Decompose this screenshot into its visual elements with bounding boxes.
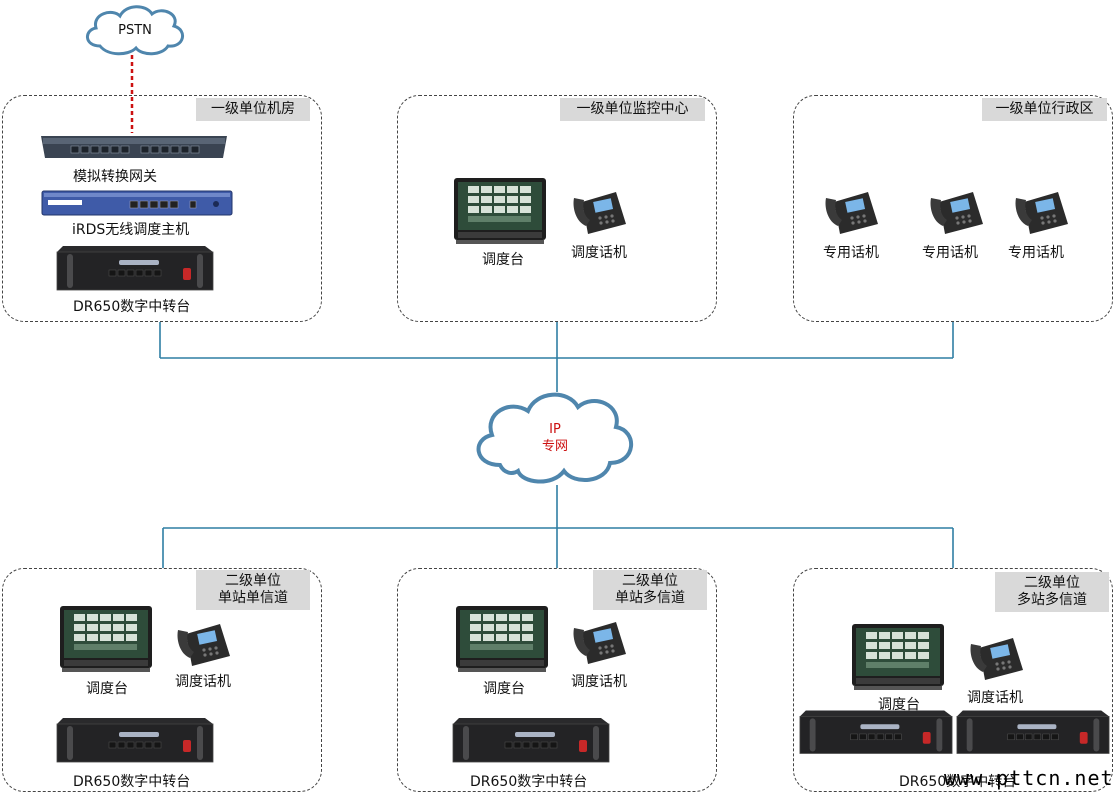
zone-title-line1: 二级单位 [1024, 575, 1080, 591]
zone-title-multi-site-multi: 二级单位 多站多信道 [995, 572, 1109, 612]
dedicated-phone-2-label: 专用话机 [922, 245, 978, 261]
dispatch-phone-label: 调度话机 [175, 674, 231, 690]
ip-label: IP 专网 [470, 421, 640, 455]
dedicated-phone-2-device [927, 188, 985, 240]
dedicated-phone-3-device [1012, 188, 1070, 240]
dispatch-console-device [58, 604, 154, 678]
dispatch-console-device [452, 176, 548, 250]
dispatch-host-label: iRDS无线调度主机 [72, 222, 190, 238]
zone-title-monitor-center: 一级单位监控中心 [560, 98, 705, 121]
zone-single-site-multi [397, 568, 717, 792]
repeater-label: DR650数字中转台 [73, 774, 191, 790]
zone-title-admin-area: 一级单位行政区 [982, 98, 1107, 121]
zone-title-line1: 二级单位 [225, 573, 281, 589]
repeater-device [55, 242, 215, 298]
gateway-device [37, 132, 231, 166]
dispatch-console-label: 调度台 [86, 681, 128, 697]
dedicated-phone-1-label: 专用话机 [823, 245, 879, 261]
dispatch-console-label: 调度台 [482, 252, 524, 268]
dispatch-console-device [850, 622, 946, 696]
dispatch-console-label: 调度台 [483, 681, 525, 697]
dispatch-phone-device [967, 634, 1025, 686]
dedicated-phone-3-label: 专用话机 [1008, 245, 1064, 261]
dispatch-phone-label: 调度话机 [571, 674, 627, 690]
zone-monitor-center [397, 95, 717, 322]
repeater-device [451, 714, 611, 770]
zone-title-machine-room: 一级单位机房 [196, 98, 310, 121]
dispatch-phone-device [570, 618, 628, 670]
zone-multi-site-multi [793, 568, 1113, 792]
dedicated-phone-1-device [822, 188, 880, 240]
zone-title-line2: 单站单信道 [218, 590, 288, 606]
repeater-device [55, 714, 215, 770]
gateway-label: 模拟转换网关 [73, 169, 157, 185]
pstn-cloud: PSTN [80, 2, 190, 58]
dispatch-console-device [454, 604, 550, 678]
zone-title-line2: 单站多信道 [615, 590, 685, 606]
pstn-label: PSTN [118, 23, 152, 38]
ip-network-cloud: IP 专网 [470, 383, 640, 489]
repeater-label: DR650数字中转台 [73, 299, 191, 315]
zone-title-line1: 二级单位 [622, 573, 678, 589]
ip-label-line2: 专网 [541, 439, 568, 454]
repeater-label: DR650数字中转台 [899, 774, 1017, 790]
dispatch-host-device [40, 189, 234, 221]
dispatch-phone-label: 调度话机 [571, 245, 627, 261]
repeater-label: DR650数字中转台 [470, 774, 588, 790]
ip-label-line1: IP [549, 422, 561, 437]
zone-title-single-site-single: 二级单位 单站单信道 [196, 570, 310, 610]
zone-machine-room [2, 95, 322, 322]
repeater-device-1 [798, 706, 954, 762]
zone-title-line2: 多站多信道 [1017, 592, 1087, 608]
dispatch-phone-label: 调度话机 [967, 690, 1023, 706]
zone-single-site-single [2, 568, 322, 792]
zone-admin-area [793, 95, 1113, 322]
watermark-text: www.pttcn.net [944, 766, 1114, 790]
repeater-device-2 [955, 706, 1111, 762]
dispatch-phone-device [174, 620, 232, 672]
zone-title-single-site-multi: 二级单位 单站多信道 [593, 570, 707, 610]
dispatch-console-label: 调度台 [878, 697, 920, 713]
dispatch-phone-device [570, 188, 628, 240]
